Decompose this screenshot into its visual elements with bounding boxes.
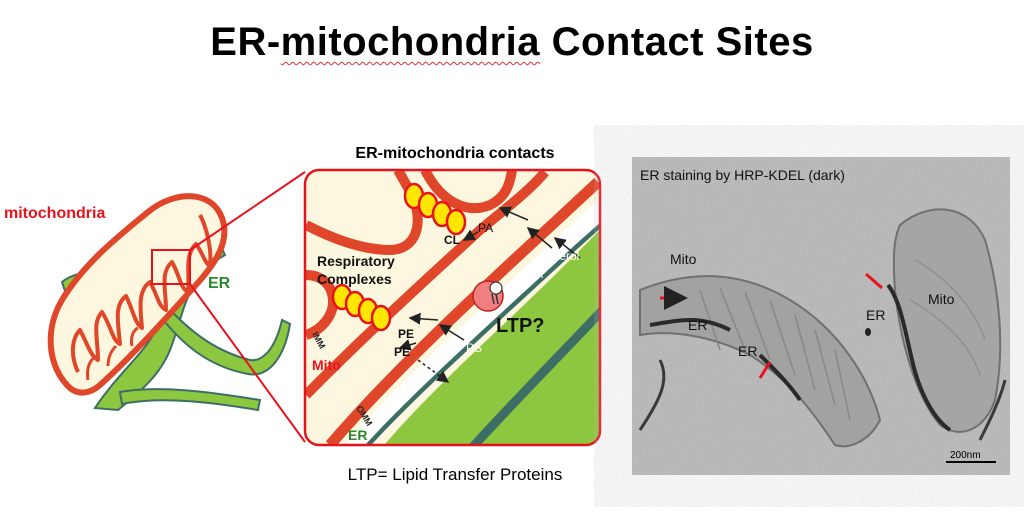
- em-mito-label-1: Mito: [670, 251, 697, 267]
- em-mito-2: [892, 208, 1002, 433]
- contact-cleft: [345, 198, 600, 445]
- respiratory-label-1: Respiratory: [317, 253, 395, 269]
- mito-outer: [47, 193, 228, 396]
- em-mito-label-2: Mito: [928, 291, 955, 307]
- crista-5: [420, 170, 517, 214]
- mito-cristae-2: [86, 326, 139, 381]
- em-er-label-2: ER: [738, 343, 757, 359]
- arrow-ps-to-pe1: [408, 312, 439, 325]
- er-branch-2: [163, 308, 292, 376]
- zoom-square: [151, 249, 191, 285]
- contact-box-border: [303, 168, 602, 447]
- mito-label-center: Mito: [312, 357, 341, 373]
- er-membrane-2: [466, 296, 600, 445]
- arrow-er-to-pa: [498, 206, 529, 221]
- arrow-pe2: [398, 339, 417, 351]
- complex-middle: [331, 283, 392, 332]
- inner-membrane: [305, 170, 549, 399]
- er-lumen: [380, 220, 600, 445]
- pa-label-2: PA: [528, 267, 543, 281]
- left-cartoon: [47, 171, 306, 443]
- em-er-stain-1: [649, 318, 731, 332]
- scale-label: 200nm: [950, 450, 981, 461]
- pe-label-2: PE: [394, 345, 410, 359]
- cl-label: CL: [444, 233, 460, 247]
- em-er-label-1: ER: [688, 317, 707, 333]
- arrow-sterol-2: [553, 237, 581, 259]
- pa-label-1: PA: [478, 221, 493, 235]
- crista-1: [305, 170, 423, 256]
- ltp-label: LTP?: [496, 315, 545, 337]
- arrow-sterol: [526, 227, 553, 249]
- contact-zoom: [305, 170, 600, 445]
- em-arrow-2: [758, 361, 772, 379]
- er-branch-3: [118, 388, 262, 412]
- ps-label: PS: [466, 341, 482, 355]
- em-er-label-3: ER: [866, 307, 885, 323]
- em-arrow-3: [865, 272, 883, 290]
- em-er-stain-3: [886, 283, 952, 432]
- complex-top: [403, 182, 467, 236]
- pe-label-1: PE: [398, 327, 414, 341]
- zoom-line-top: [189, 171, 306, 251]
- sterol-label: Sterol: [548, 249, 579, 263]
- arrow-ps: [438, 324, 465, 341]
- respiratory-label-2: Complexes: [317, 271, 392, 287]
- contacts-title: ER-mitochondria contacts: [355, 145, 555, 162]
- mitochondria-label: mitochondria: [4, 205, 105, 222]
- arrow-pe-back: [417, 359, 450, 383]
- ltp-icon: [472, 280, 504, 312]
- ltp-caption: LTP= Lipid Transfer Proteins: [347, 465, 563, 484]
- em-er-stain-2: [758, 353, 802, 402]
- arrow-pa-to-cl: [462, 229, 479, 241]
- micrograph-caption: ER staining by HRP-KDEL (dark): [640, 167, 845, 183]
- er-label-center: ER: [348, 427, 367, 443]
- slide-title: ER-mitochondria Contact Sites: [210, 20, 814, 64]
- er-label-left: ER: [208, 275, 231, 292]
- micrograph: [632, 157, 1010, 475]
- zoom-line-bottom: [189, 283, 306, 443]
